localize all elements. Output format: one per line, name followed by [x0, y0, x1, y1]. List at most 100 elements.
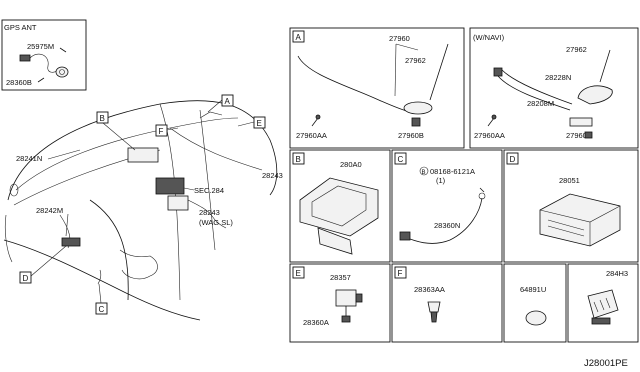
- part-label-27960AA: 27960AA: [296, 131, 327, 140]
- part-label-28363AA: 28363AA: [414, 285, 445, 294]
- navi-screw-head: [491, 114, 497, 120]
- vehicle-overview: A B E F D C 28241N 28242M 28243 28243 (W…: [3, 94, 283, 321]
- diagram-code: J28001PE: [584, 358, 628, 369]
- center-bracket: [167, 195, 189, 211]
- section-tag-E: [253, 116, 266, 129]
- panel-G-frame: [503, 263, 567, 343]
- panel-F-tag: [394, 266, 407, 279]
- clip-head: [427, 301, 441, 313]
- navi-feeder-cable: [497, 75, 571, 111]
- gps-antenna-inset: GPS ANT 25975M 28360B: [1, 19, 87, 91]
- section-tag-D: [19, 271, 32, 284]
- panel-E-tag-text: E: [296, 269, 301, 278]
- center-unit: [155, 177, 185, 195]
- roof-harness-rear: [169, 127, 263, 171]
- bolt-part-label: 08168-6121A: [430, 167, 475, 176]
- roof-outline: [7, 100, 278, 201]
- antenna-rod: [429, 43, 449, 101]
- part-label-28228N: 28228N: [545, 73, 571, 82]
- part-label-28241N: 28241N: [16, 154, 42, 163]
- roof-harness: [15, 117, 239, 191]
- leader-sec284: [183, 187, 195, 191]
- part-label-284H3: 284H3: [606, 269, 628, 278]
- part-label-27960: 27960: [389, 34, 410, 43]
- pillar-connector: [61, 237, 81, 247]
- panel-A-navi: (W/NAVI) 27962 28228N 28208M 27960AA 279…: [469, 27, 639, 149]
- section-C-leader: [98, 283, 102, 304]
- gps-clip-leader: [37, 77, 45, 83]
- panel-C-tag-text: C: [398, 155, 404, 164]
- panel-A-tag: [292, 30, 305, 43]
- leader-27960: [394, 43, 397, 97]
- panel-C-frame: [391, 149, 503, 263]
- panel-A-navi-frame: [469, 27, 639, 149]
- clip-stem: [430, 311, 438, 323]
- ground-bolt: [479, 187, 485, 193]
- navi-antenna-rod: [599, 49, 611, 83]
- section-B-leader: [102, 122, 136, 151]
- part-label-28208M: 28208M: [527, 99, 554, 108]
- bolt-marker-circle: [419, 166, 429, 176]
- panel-A-navi-title: (W/NAVI): [473, 33, 505, 42]
- section-tag-C-text: C: [99, 305, 105, 314]
- panel-D-tag: [506, 152, 519, 165]
- panel-E-tag: [292, 266, 305, 279]
- lower-harness: [97, 269, 102, 285]
- part-label-64891U: 64891U: [520, 285, 546, 294]
- leader-27960-b: [395, 43, 419, 51]
- part-label-27960B: 27960B: [398, 131, 424, 140]
- panel-D-tag-text: D: [510, 155, 516, 164]
- section-tag-B-text: B: [100, 114, 105, 123]
- gps-inset-title: GPS ANT: [4, 23, 37, 32]
- panel-E: E 28357 28360A: [289, 263, 391, 343]
- connector-base: [591, 317, 611, 325]
- part-label-28051: 28051: [559, 176, 580, 185]
- leader-28242M: [65, 213, 69, 237]
- antenna-base-harness: [199, 111, 223, 119]
- leader-28241N: [47, 149, 81, 160]
- module-housing: [299, 177, 379, 237]
- section-tag-E-text: E: [257, 119, 262, 128]
- control-unit-vents: [547, 219, 585, 237]
- gps-part-label: 25975M: [27, 42, 54, 51]
- panel-B-tag-text: B: [296, 155, 301, 164]
- part-label-27960AA-navi: 27960AA: [474, 131, 505, 140]
- connector-block: [587, 289, 619, 319]
- panel-F-frame: [391, 263, 503, 343]
- panel-G: 64891U: [503, 263, 567, 343]
- gps-clip-part-label: 28360B: [6, 78, 32, 87]
- part-label-27962: 27962: [405, 56, 426, 65]
- gps-puck-center: [59, 69, 65, 75]
- part-label-28242M: 28242M: [36, 206, 63, 215]
- gps-leader: [59, 47, 67, 53]
- part-label-28360N: 28360N: [434, 221, 460, 230]
- section-tag-D-text: D: [23, 274, 29, 283]
- part-label-28360A: 28360A: [303, 318, 329, 327]
- module-face: [311, 185, 367, 227]
- section-tag-F: [155, 124, 168, 137]
- door-handle: [119, 249, 158, 280]
- panel-F-tag-text: F: [398, 269, 403, 278]
- sill-line: [3, 239, 201, 321]
- part-label-27960B-navi: 27960B: [566, 131, 592, 140]
- grommet-pad: [525, 310, 547, 326]
- section-F-leader: [166, 127, 179, 131]
- antenna-base: [403, 101, 433, 115]
- antenna-nut: [411, 117, 421, 127]
- control-unit: [539, 193, 621, 247]
- panel-D: D 28051: [503, 149, 639, 263]
- section-D-leader: [30, 245, 67, 277]
- panel-C: C B 08168-6121A (1) 28360N: [391, 149, 503, 263]
- section-tag-F-text: F: [159, 127, 164, 136]
- section-tag-C: [95, 302, 108, 315]
- part-label-28243-rear: 28243: [262, 171, 283, 180]
- bolt-qty: (1): [436, 176, 446, 185]
- part-label-28357: 28357: [330, 273, 351, 282]
- antenna-feeder-cable: [297, 55, 411, 113]
- relay-bolt: [341, 315, 351, 323]
- screw: [311, 117, 319, 127]
- panel-B: B 280A0: [289, 149, 391, 263]
- navi-screw: [487, 117, 495, 127]
- panel-A: A 27960 27962 27960AA 27960B: [289, 27, 465, 149]
